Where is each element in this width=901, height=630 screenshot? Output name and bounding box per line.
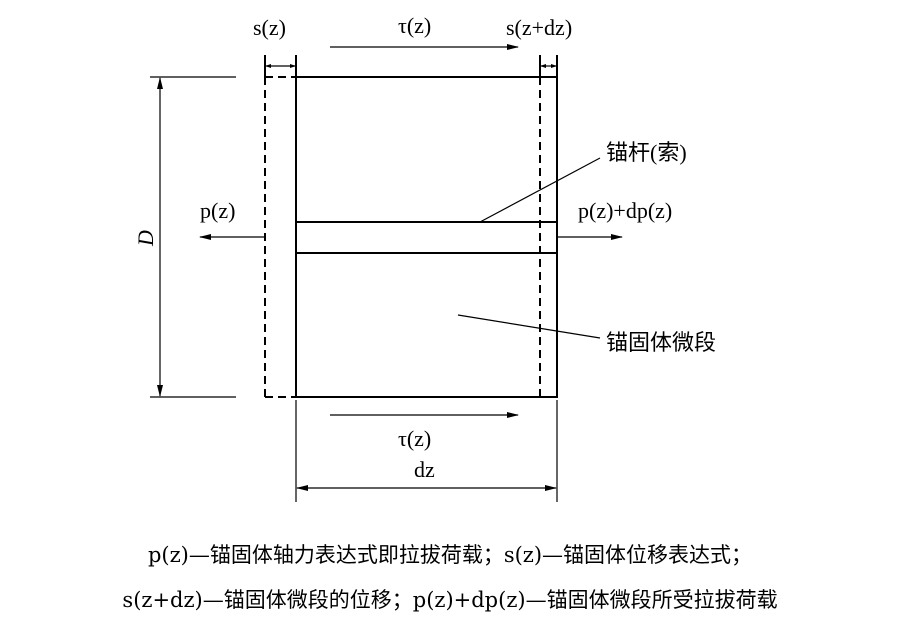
s-z-dz-dimension (539, 55, 558, 77)
segment-label: 锚固体微段 (606, 330, 716, 355)
s-z-dimension (264, 55, 297, 77)
p-z-label: p(z) (200, 198, 235, 223)
tau-top-label: τ(z) (398, 13, 431, 38)
caption-line-1: p(z)—锚固体轴力表达式即拉拔荷载；s(z)—锚固体位移表达式； (148, 543, 752, 567)
d-label: D (133, 230, 158, 247)
dz-label: dz (414, 457, 435, 482)
anchor-rod-leader (479, 157, 601, 223)
displaced-outline (264, 76, 541, 398)
d-dimension (150, 76, 236, 398)
caption-line-2: s(z+dz)—锚固体微段的位移；p(z)+dp(z)—锚固体微段所受拉拔荷载 (122, 588, 777, 612)
segment-leader (457, 314, 601, 339)
tau-bottom-label: τ(z) (398, 426, 431, 451)
s-z-label: s(z) (253, 15, 286, 40)
dz-dimension (295, 400, 558, 502)
s-z-dz-label: s(z+dz) (506, 15, 572, 40)
p-z-dp-label: p(z)+dp(z) (578, 198, 672, 223)
anchor-body-segment (295, 76, 558, 398)
anchor-rod-label: 锚杆(索) (606, 140, 687, 165)
